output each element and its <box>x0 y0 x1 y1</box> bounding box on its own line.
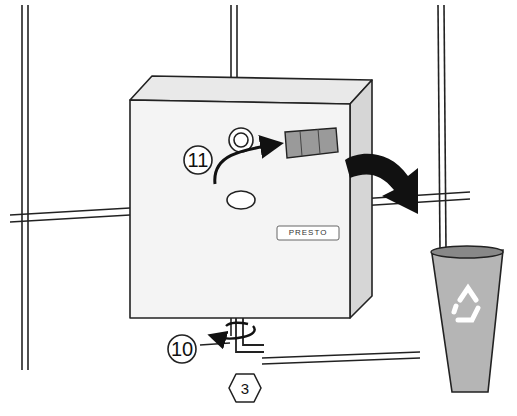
step-hexagon <box>229 374 261 402</box>
tile-grid <box>10 5 470 370</box>
callout-number: 10 <box>171 339 193 359</box>
callout-circle <box>168 335 196 363</box>
rotate-arrow-tail <box>226 323 248 326</box>
callout-circle <box>184 146 212 174</box>
step-number: 3 <box>241 381 249 396</box>
brand-logo: PRESTO <box>289 229 328 237</box>
tape-strip <box>285 128 338 158</box>
flush-plate <box>130 76 372 318</box>
rotate-arrow <box>212 326 255 338</box>
callout-number: 11 <box>188 150 209 170</box>
recycle-bin <box>431 246 503 392</box>
peel-arrow <box>215 144 278 184</box>
discard-arrow <box>345 154 418 214</box>
